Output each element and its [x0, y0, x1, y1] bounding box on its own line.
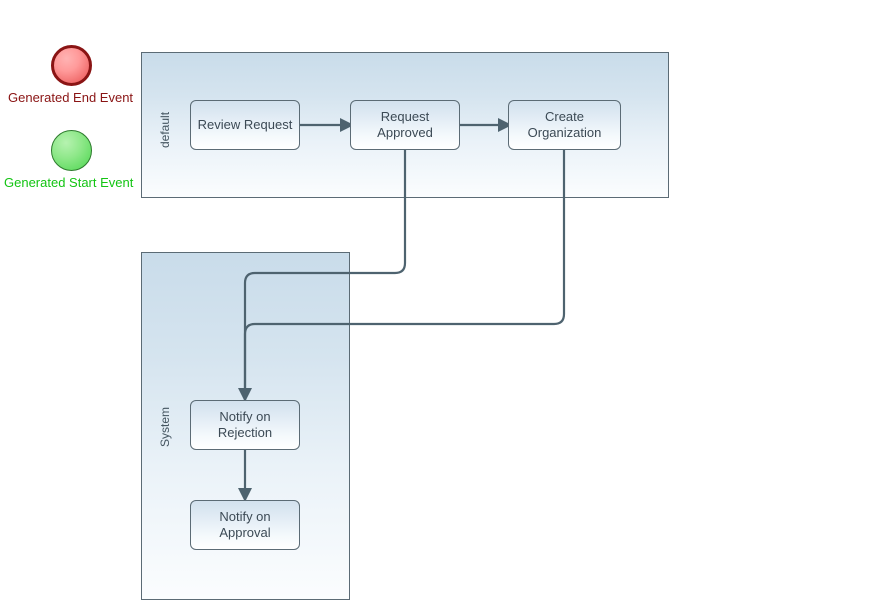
task-label-line1: Request	[380, 109, 430, 124]
task-review-request[interactable]: Review Request	[190, 100, 300, 150]
task-notify-on-rejection[interactable]: Notify on Rejection	[190, 400, 300, 450]
pool-default-label: default	[158, 111, 172, 148]
task-label-line1: Notify on	[219, 409, 271, 424]
generated-end-event-label: Generated End Event	[8, 90, 134, 105]
task-label-line2: Approval	[219, 525, 271, 540]
task-label-line2: Approved	[377, 125, 433, 140]
task-label-line1: Create	[544, 109, 585, 124]
task-label: Create Organization	[528, 109, 602, 141]
task-label: Notify on Rejection	[218, 409, 272, 441]
task-label-line2: Organization	[527, 125, 602, 140]
task-label: Review Request	[197, 117, 293, 132]
task-request-approved[interactable]: Request Approved	[350, 100, 460, 150]
task-label: Request Approved	[377, 109, 433, 141]
task-label-line2: Rejection	[217, 425, 273, 440]
generated-start-event-label: Generated Start Event	[4, 175, 134, 190]
task-label: Notify on Approval	[219, 509, 270, 541]
task-notify-on-approval[interactable]: Notify on Approval	[190, 500, 300, 550]
task-label-line1: Notify on	[219, 509, 271, 524]
task-create-organization[interactable]: Create Organization	[508, 100, 621, 150]
generated-start-event-icon[interactable]	[51, 130, 92, 171]
pool-system-label: System	[158, 406, 172, 447]
generated-end-event-icon[interactable]	[51, 45, 92, 86]
